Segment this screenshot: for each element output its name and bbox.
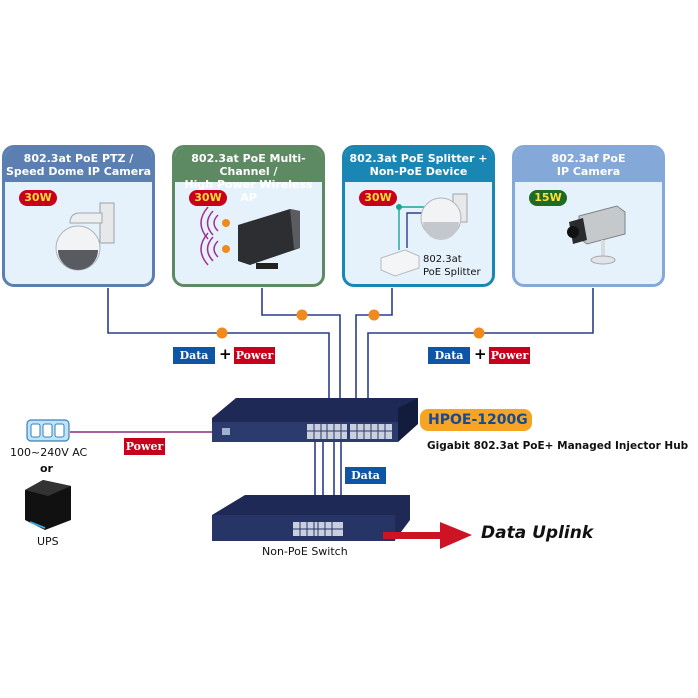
uplink-data-tag: Data — [345, 467, 386, 484]
non-poe-switch-device — [212, 495, 410, 541]
card-header: 802.3at PoE PTZ / Speed Dome IP Camera — [5, 148, 152, 182]
plus-sign-right: + — [474, 345, 487, 363]
splitter-label-line2: PoE Splitter — [423, 267, 481, 278]
data-tag-right: Data — [428, 347, 470, 364]
ptz-dome-camera-icon — [55, 202, 115, 271]
device-card-wireless-ap: 802.3at PoE Multi-Channel / High Power W… — [172, 145, 325, 287]
power-tag-left: Power — [234, 347, 275, 364]
hub-description: Gigabit 802.3at PoE+ Managed Injector Hu… — [427, 440, 689, 452]
data-uplink-arrow — [383, 522, 472, 549]
splitter-label-line1: 802.3at — [423, 254, 462, 265]
ups-icon — [25, 480, 71, 530]
ac-power-tag: Power — [124, 438, 165, 455]
power-badge: 30W — [189, 190, 227, 206]
device-card-splitter: 802.3at PoE Splitter + Non-PoE Device 30… — [342, 145, 495, 287]
card-title-line2: High Power Wireless AP — [184, 178, 313, 204]
plus-sign-left: + — [219, 345, 232, 363]
card-title-line2: IP Camera — [556, 165, 621, 178]
non-poe-switch-label: Non-PoE Switch — [262, 545, 348, 558]
splitter-camera-icon — [380, 193, 468, 277]
hub-model-name: HPOE-1200G — [428, 412, 528, 428]
or-label: or — [40, 462, 53, 475]
poe-splitter-icon — [380, 249, 420, 277]
card-title-line2: Non-PoE Device — [369, 165, 468, 178]
device-card-ip-camera: 802.3af PoE IP Camera 15W — [512, 145, 665, 287]
poe-marker-splitter — [368, 309, 380, 321]
card-title-line1: 802.3at PoE PTZ / — [23, 152, 134, 165]
data-uplink-label: Data Uplink — [481, 523, 594, 543]
card-title-line2: Speed Dome IP Camera — [5, 165, 152, 178]
hpoe-hub-device — [212, 398, 418, 442]
card-title-line1: 802.3at PoE Splitter + — [349, 152, 488, 165]
card-header: 802.3af PoE IP Camera — [515, 148, 662, 182]
poe-marker-ptz — [216, 327, 228, 339]
card-header: 802.3at PoE Multi-Channel / High Power W… — [175, 148, 322, 204]
power-tag-right: Power — [489, 347, 530, 364]
ip-camera-icon — [567, 205, 626, 265]
card-title-line1: 802.3at PoE Multi-Channel / — [191, 152, 306, 178]
power-badge: 15W — [529, 190, 567, 206]
power-badge: 30W — [359, 190, 397, 206]
data-tag-left: Data — [173, 347, 215, 364]
ac-outlet-icon — [26, 419, 70, 442]
power-badge: 30W — [19, 190, 57, 206]
wireless-ap-icon — [200, 206, 300, 269]
card-header: 802.3at PoE Splitter + Non-PoE Device — [345, 148, 492, 182]
device-card-ptz-camera: 802.3at PoE PTZ / Speed Dome IP Camera 3… — [2, 145, 155, 287]
poe-marker-ipcam — [473, 327, 485, 339]
ups-label: UPS — [37, 535, 59, 548]
hub-model-badge — [420, 409, 532, 431]
card-title-line1: 802.3af PoE — [551, 152, 626, 165]
poe-marker-ap — [296, 309, 308, 321]
ac-voltage-label: 100~240V AC — [10, 446, 88, 459]
